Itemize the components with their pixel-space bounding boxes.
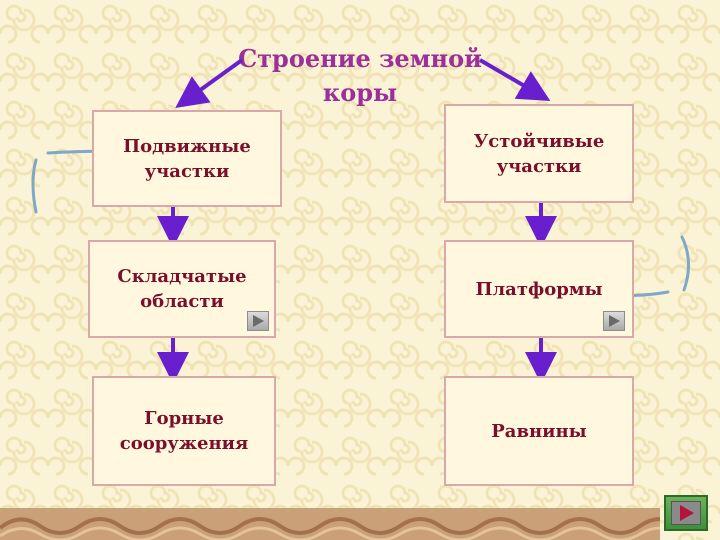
play-triangle-icon <box>609 315 620 327</box>
next-slide-icon <box>680 505 694 521</box>
bottom-decorative-strip <box>0 508 660 540</box>
diagram-title: Строение земной коры <box>200 42 520 110</box>
box-stable-areas-line1: Устойчивые <box>473 130 605 152</box>
box-folded-areas-line1: Складчатые <box>117 266 247 287</box>
next-slide-button-face <box>671 501 701 525</box>
title-line-1: Строение земной <box>238 44 482 73</box>
box-mountain-structures-line2: сооружения <box>119 433 249 454</box>
box-mobile-areas-line1: Подвижные <box>123 135 251 157</box>
box-mobile-areas: Подвижные участки <box>92 110 282 207</box>
box-plains: Равнины <box>444 376 634 486</box>
play-button-folded-areas[interactable] <box>247 311 269 331</box>
next-slide-button[interactable] <box>664 495 708 531</box>
box-platforms: Платформы <box>444 240 634 338</box>
box-folded-areas: Складчатые области <box>88 240 276 338</box>
title-line-2: коры <box>322 78 398 107</box>
box-plains-line1: Равнины <box>491 420 587 442</box>
box-mobile-areas-line2: участки <box>144 160 230 182</box>
box-stable-areas: Устойчивые участки <box>444 104 634 203</box>
box-mountain-structures-line1: Горные <box>144 408 224 429</box>
box-platforms-line1: Платформы <box>475 278 603 300</box>
box-stable-areas-line2: участки <box>496 155 582 177</box>
box-folded-areas-line2: области <box>140 291 224 312</box>
play-button-platforms[interactable] <box>603 311 625 331</box>
box-mountain-structures: Горные сооружения <box>92 376 276 486</box>
play-triangle-icon <box>253 315 264 327</box>
